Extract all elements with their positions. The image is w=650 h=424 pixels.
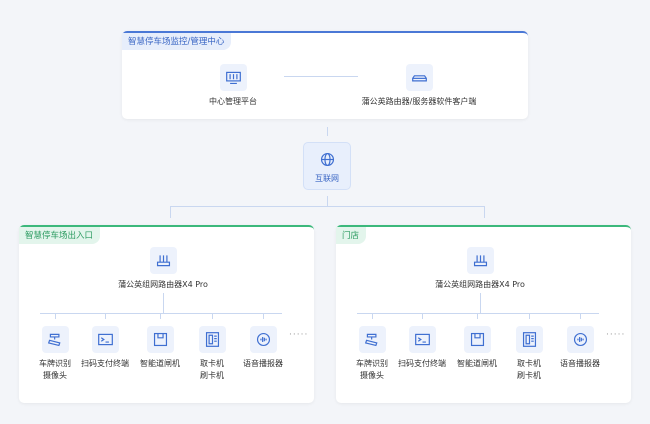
- connector-line: [170, 206, 171, 218]
- router-label: 蒲公英组网路由器X4 Pro: [435, 280, 525, 289]
- connector-line: [327, 127, 328, 136]
- device-label-line2: 刷卡机: [517, 371, 541, 380]
- router-icon: [467, 247, 494, 274]
- connector-line: [55, 313, 56, 319]
- device-icon-4: [250, 326, 277, 353]
- device-label: 车牌识别: [39, 359, 71, 368]
- left-site-tag: 智慧停车场出入口: [19, 227, 101, 244]
- internet-label: 互联网: [315, 174, 339, 183]
- connector-line: [160, 313, 161, 319]
- connector-line: [484, 206, 485, 218]
- device-label: 智能道闸机: [457, 359, 497, 368]
- right-site-tag: 门店: [336, 227, 367, 244]
- connector-line: [327, 196, 328, 206]
- device-label-line2: 摄像头: [360, 371, 384, 380]
- platform-label: 中心管理平台: [209, 97, 257, 106]
- more-devices: ·····: [606, 330, 626, 340]
- connector-line: [477, 313, 478, 319]
- connector-line: [263, 313, 264, 319]
- connector-line: [105, 313, 106, 319]
- device-icon-0: [359, 326, 386, 353]
- device-label: 扫码支付终端: [81, 359, 129, 368]
- more-devices: ·····: [289, 330, 309, 340]
- device-label: 取卡机: [200, 359, 224, 368]
- device-label: 语音播报器: [243, 359, 283, 368]
- device-label-line2: 刷卡机: [200, 371, 224, 380]
- router-server-label: 蒲公英路由器/服务器软件客户端: [361, 97, 477, 106]
- device-icon-3: [199, 326, 226, 353]
- device-icon-1: [409, 326, 436, 353]
- device-label: 取卡机: [517, 359, 541, 368]
- router-label: 蒲公英组网路由器X4 Pro: [118, 280, 208, 289]
- device-icon-4: [567, 326, 594, 353]
- device-label: 语音播报器: [560, 359, 600, 368]
- connector-line: [170, 206, 485, 207]
- connector-line: [284, 76, 358, 77]
- router-server-icon: [406, 64, 433, 91]
- router-icon: [150, 247, 177, 274]
- monitor-center-card: 智慧停车场监控/管理中心: [122, 31, 528, 119]
- connector-line: [163, 293, 164, 313]
- device-icon-2: [147, 326, 174, 353]
- connector-line: [40, 313, 282, 314]
- connector-line: [212, 313, 213, 319]
- monitor-center-tag: 智慧停车场监控/管理中心: [122, 33, 232, 50]
- device-label: 智能道闸机: [140, 359, 180, 368]
- connector-line: [580, 313, 581, 319]
- device-icon-3: [516, 326, 543, 353]
- platform-icon: [220, 64, 247, 91]
- device-label: 车牌识别: [356, 359, 388, 368]
- device-label-line2: 摄像头: [43, 371, 67, 380]
- connector-line: [529, 313, 530, 319]
- connector-line: [357, 313, 599, 314]
- connector-line: [480, 293, 481, 313]
- device-label: 扫码支付终端: [398, 359, 446, 368]
- device-icon-2: [464, 326, 491, 353]
- globe-icon: [314, 146, 341, 173]
- device-icon-1: [92, 326, 119, 353]
- connector-line: [372, 313, 373, 319]
- device-icon-0: [42, 326, 69, 353]
- connector-line: [422, 313, 423, 319]
